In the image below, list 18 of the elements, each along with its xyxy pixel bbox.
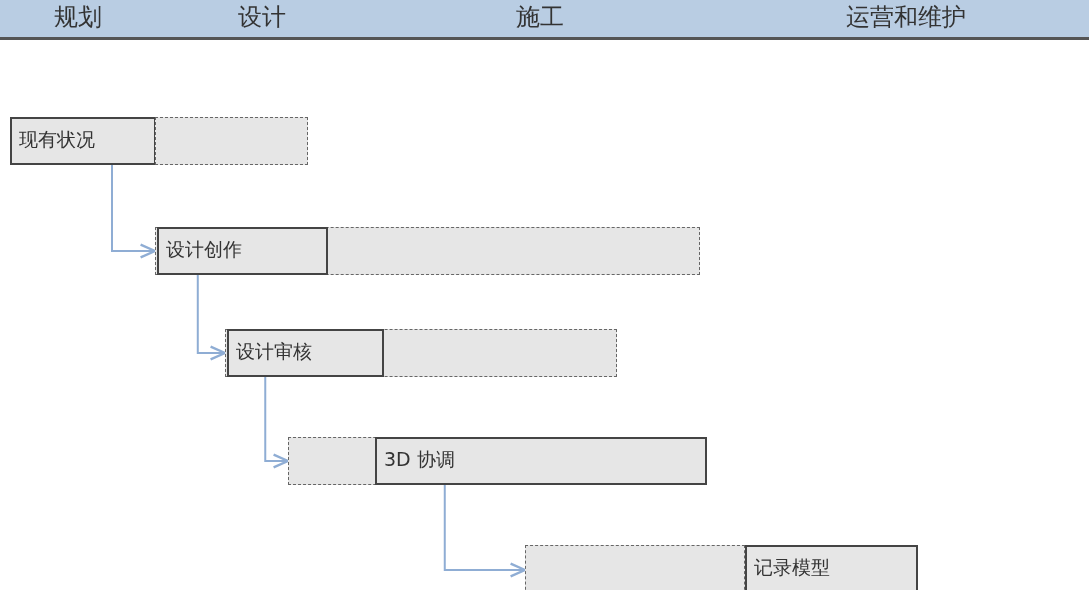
arrow — [111, 164, 157, 259]
dashed-duration-bar — [155, 117, 308, 165]
dashed-duration-bar — [288, 437, 707, 485]
task-box: 3D 协调 — [375, 437, 707, 485]
phase-header: 规划 — [0, 0, 157, 40]
arrow — [196, 274, 227, 361]
phase-header: 运营和维护 — [712, 0, 1089, 40]
task-box: 设计审核 — [227, 329, 384, 377]
dashed-duration-bar — [155, 227, 700, 275]
dashed-duration-bar — [525, 545, 745, 590]
arrow — [443, 484, 527, 578]
task-box: 设计创作 — [157, 227, 328, 275]
phase-header: 施工 — [368, 0, 714, 40]
task-box: 现有状况 — [10, 117, 156, 165]
phase-header: 设计 — [155, 0, 370, 40]
dashed-duration-bar — [225, 329, 617, 377]
arrow — [264, 376, 290, 469]
task-box: 记录模型 — [745, 545, 918, 590]
